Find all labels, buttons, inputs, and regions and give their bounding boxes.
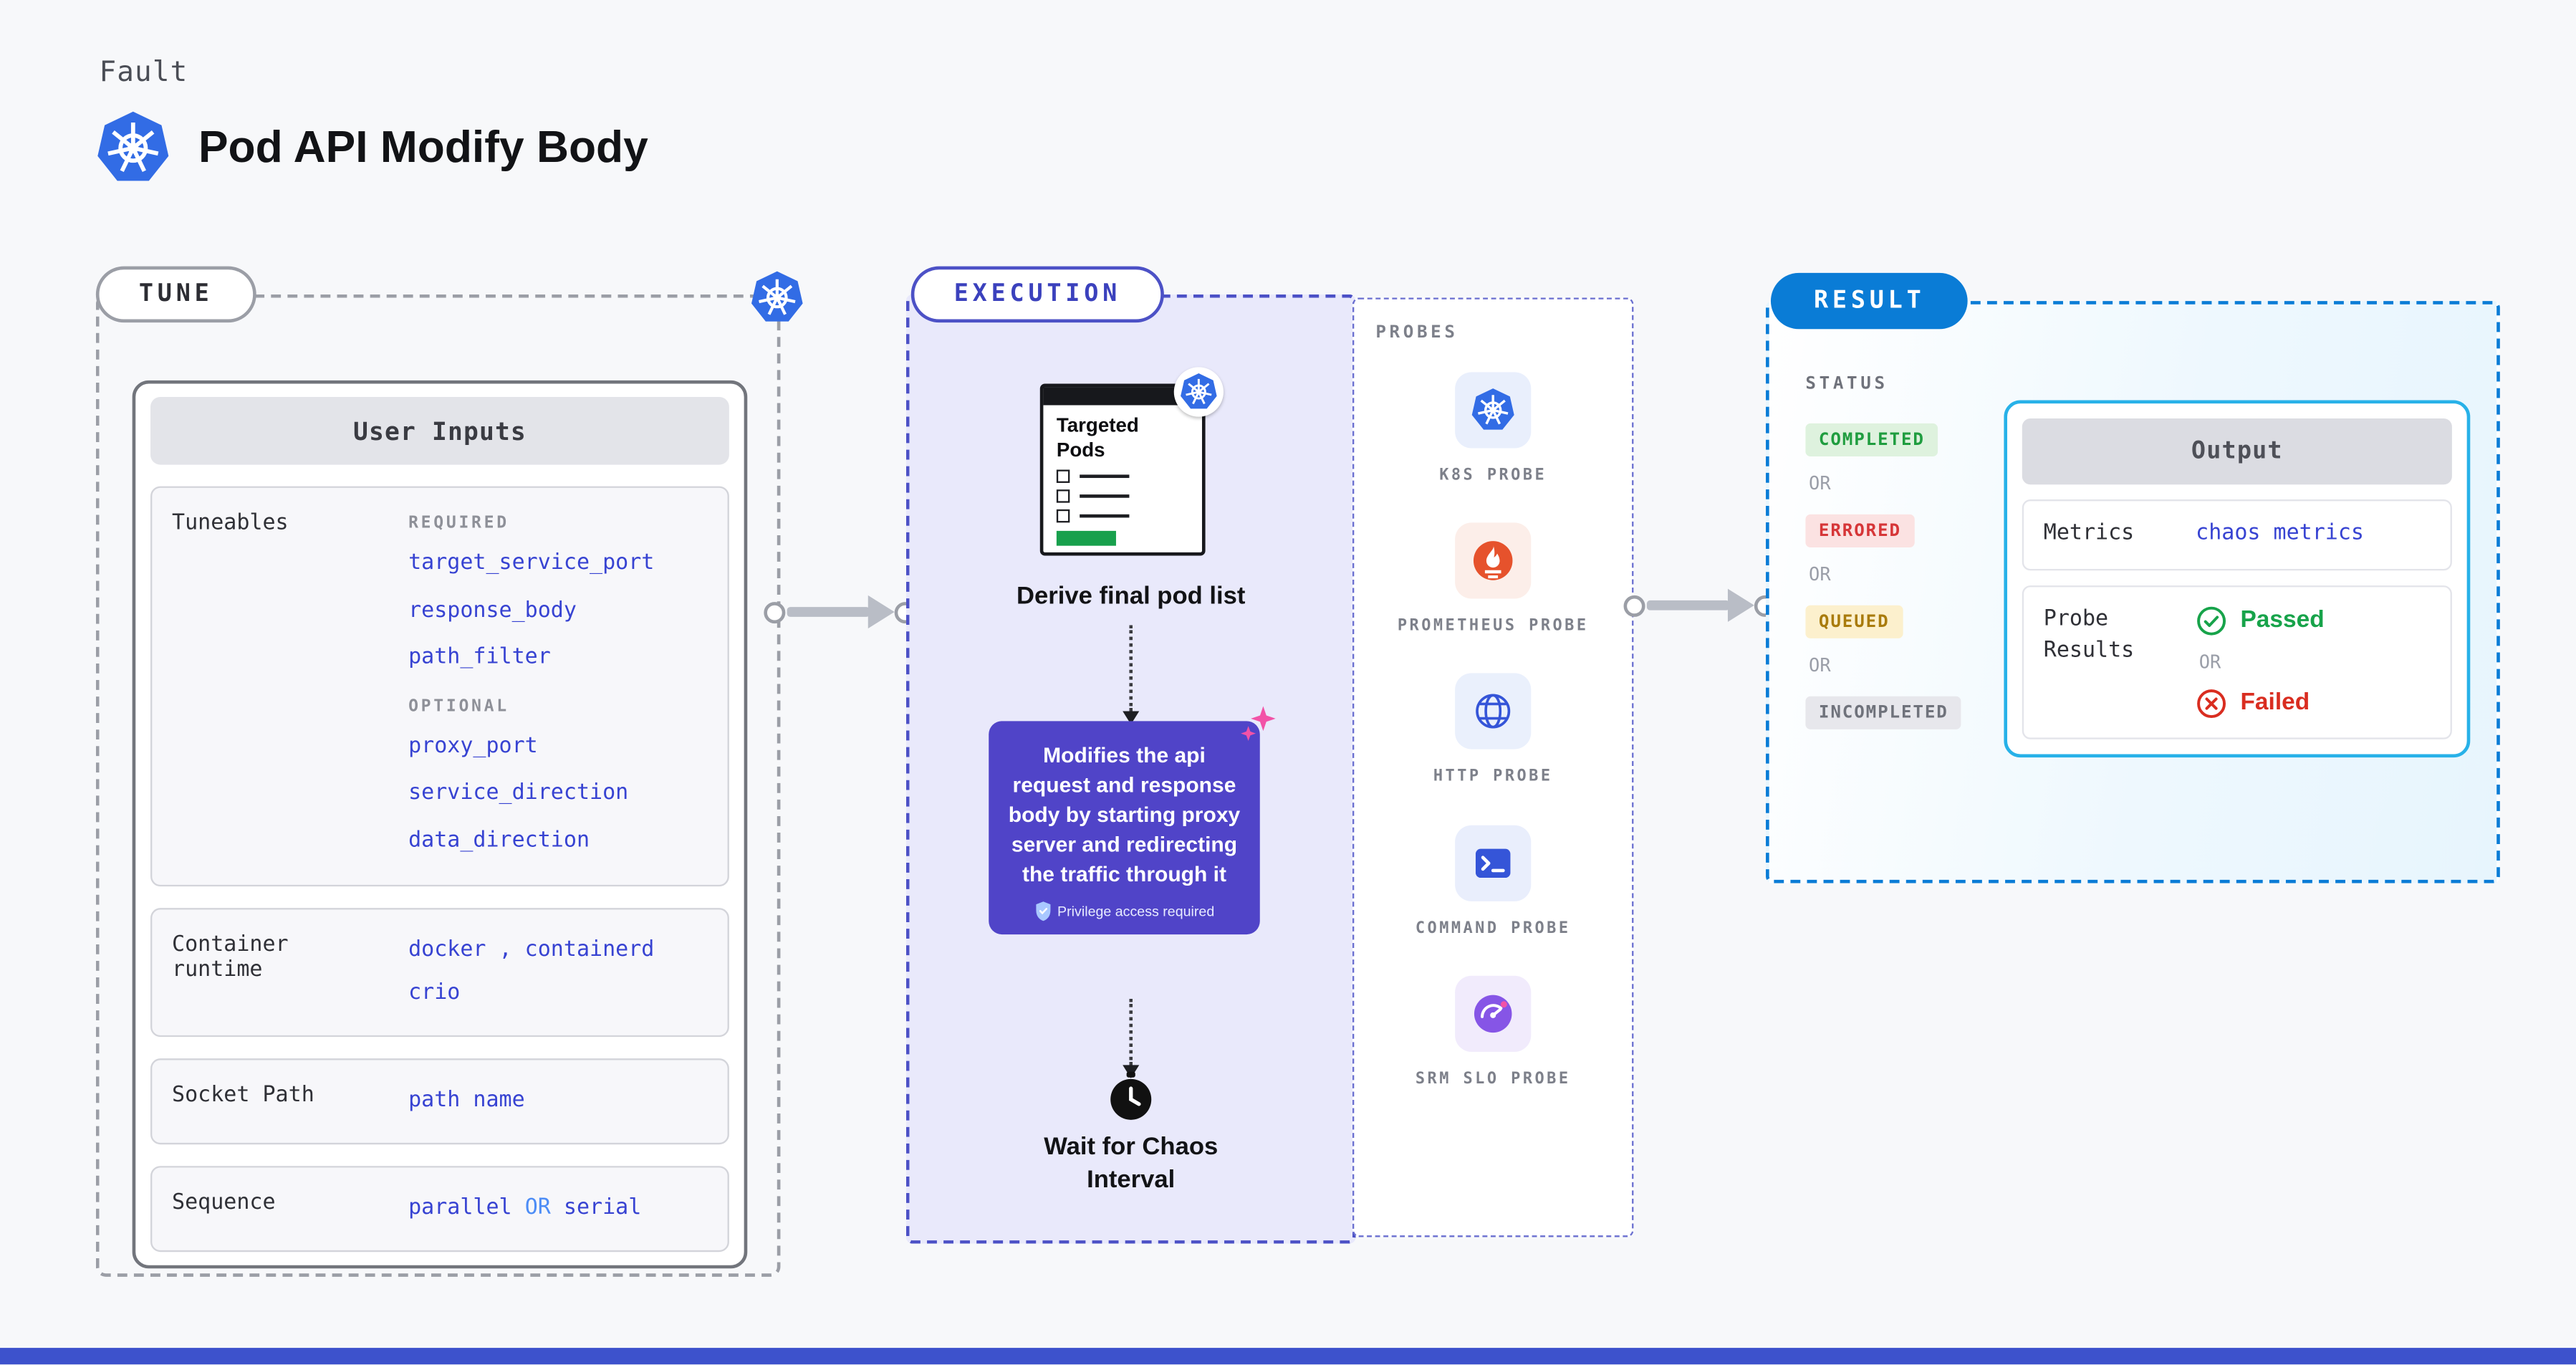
container-runtime-row: Container runtime docker , containerd cr… <box>150 908 729 1038</box>
connector-dot <box>764 600 786 623</box>
targeted-pods-illustration: Targeted Pods <box>1039 367 1224 556</box>
flow-arrow-tune-to-execution <box>764 595 916 629</box>
result-section: RESULT STATUS COMPLETED OR ERRORED OR QU… <box>1766 272 2500 883</box>
globe-icon <box>1455 674 1532 750</box>
tuneables-label: Tuneables <box>172 511 289 536</box>
passed-result: Passed <box>2196 605 2325 636</box>
or-separator: OR <box>1809 564 1831 586</box>
container-runtime-label: Container runtime <box>172 932 289 983</box>
check-circle-icon <box>2197 606 2226 636</box>
execution-section: EXECUTION Targeted Pods Derive final pod… <box>905 266 1356 1244</box>
probe-item-prometheus: PROMETHEUS PROBE <box>1398 522 1589 639</box>
probe-item-srm-slo: SRM SLO PROBE <box>1416 975 1571 1091</box>
arrow-head-icon <box>1727 588 1754 622</box>
output-title: Output <box>2022 418 2452 485</box>
kubernetes-badge <box>1173 367 1224 417</box>
optional-label: OPTIONAL <box>408 696 509 716</box>
pod-list-item <box>1056 469 1189 483</box>
status-badge-incompleted: INCOMPLETED <box>1805 696 1962 729</box>
result-label: RESULT <box>1770 272 1969 330</box>
probe-item-command: COMMAND PROBE <box>1416 824 1571 941</box>
probe-results-values: Passed OR Failed <box>2196 605 2325 719</box>
failed-result: Failed <box>2196 688 2325 719</box>
container-runtime-value: crio <box>408 980 461 1006</box>
checkbox-icon <box>1056 489 1070 503</box>
or-separator: OR <box>1809 473 1831 495</box>
shield-icon <box>1035 901 1050 921</box>
status-badge-queued: QUEUED <box>1805 605 1903 638</box>
socket-path-value: path name <box>408 1088 525 1113</box>
modify-body-step: Modifies the api request and response bo… <box>989 706 1276 934</box>
terminal-icon <box>1455 824 1532 901</box>
tuneables-values: REQUIRED target_service_port response_bo… <box>408 508 708 866</box>
execution-label: EXECUTION <box>910 266 1165 323</box>
fault-kicker: Fault <box>99 56 188 90</box>
dotted-arrow-down <box>1123 625 1140 724</box>
sequence-row: Sequence parallel OR serial <box>150 1166 729 1253</box>
metrics-value: chaos metrics <box>2196 521 2364 546</box>
probe-item-k8s: K8S PROBE <box>1439 372 1547 488</box>
required-label: REQUIRED <box>408 514 509 533</box>
tuneable-item: target_service_port <box>408 550 655 576</box>
user-inputs-title: User Inputs <box>150 396 729 465</box>
socket-path-row: Socket Path path name <box>150 1058 729 1145</box>
arrow-head-icon <box>868 595 895 629</box>
modify-body-text: Modifies the api request and response bo… <box>1008 742 1241 886</box>
tune-section: TUNE User Inputs Tuneables REQUIRED targ… <box>95 266 781 1277</box>
page-title: Pod API Modify Body <box>198 122 648 173</box>
tuneable-item: proxy_port <box>408 733 538 759</box>
metrics-label: Metrics <box>2043 521 2135 546</box>
connector-dot <box>1623 594 1645 616</box>
status-badge-errored: ERRORED <box>1805 514 1915 547</box>
kubernetes-icon <box>1179 372 1219 411</box>
probe-results-label: Probe Results <box>2043 606 2135 663</box>
status-label: STATUS <box>1805 373 1888 394</box>
or-separator: OR <box>2198 651 2221 674</box>
derive-pod-list-step: Derive final pod list <box>1017 582 1246 610</box>
wait-chaos-interval-step: Wait for Chaos Interval <box>1044 1133 1219 1194</box>
tune-label: TUNE <box>95 266 256 323</box>
user-inputs-card: User Inputs Tuneables REQUIRED target_se… <box>132 380 748 1269</box>
status-column: STATUS COMPLETED OR ERRORED OR QUEUED OR… <box>1805 374 1991 729</box>
kubernetes-icon <box>749 269 805 325</box>
tuneable-item: service_direction <box>408 780 629 806</box>
privilege-note: Privilege access required <box>1005 901 1243 921</box>
probe-results-row: Probe Results Passed OR <box>2022 585 2452 739</box>
clock-icon <box>1110 1071 1152 1120</box>
tuneable-item: response_body <box>408 598 577 623</box>
kubernetes-icon <box>1455 372 1532 449</box>
targeted-pods-title: Targeted Pods <box>1056 413 1139 461</box>
socket-path-label: Socket Path <box>172 1083 314 1108</box>
progress-bar <box>1056 530 1116 546</box>
output-card: Output Metrics chaos metrics Probe Resul… <box>2004 400 2471 757</box>
probe-item-http: HTTP PROBE <box>1433 674 1553 790</box>
tuneable-item: data_direction <box>408 828 590 853</box>
probes-label: PROBES <box>1375 322 1458 343</box>
status-badge-completed: COMPLETED <box>1805 423 1938 457</box>
x-circle-icon <box>2197 689 2226 718</box>
flow-arrow-execution-to-result <box>1623 588 1776 622</box>
footer-accent-bar <box>0 1348 2576 1365</box>
sparkle-icon <box>1241 706 1276 742</box>
gauge-icon <box>1455 975 1532 1052</box>
sequence-label: Sequence <box>172 1190 276 1216</box>
tuneables-panel: Tuneables REQUIRED target_service_port r… <box>150 486 729 887</box>
pod-list-item <box>1056 509 1189 523</box>
page-header: Pod API Modify Body <box>95 109 648 186</box>
or-separator: OR <box>1809 655 1831 677</box>
metrics-row: Metrics chaos metrics <box>2022 499 2452 570</box>
probes-section: PROBES K8S PROBE PROMETHEUS PROBE <box>1352 297 1634 1237</box>
container-runtime-value: docker , containerd <box>408 937 655 963</box>
tuneable-item: path_filter <box>408 645 551 670</box>
dotted-arrow-down <box>1123 999 1140 1078</box>
pod-list-item <box>1056 489 1189 503</box>
kubernetes-icon <box>95 109 172 186</box>
prometheus-icon <box>1455 522 1532 599</box>
sequence-value: parallel OR serial <box>408 1195 642 1221</box>
checkbox-icon <box>1056 509 1070 523</box>
checkbox-icon <box>1056 469 1070 483</box>
